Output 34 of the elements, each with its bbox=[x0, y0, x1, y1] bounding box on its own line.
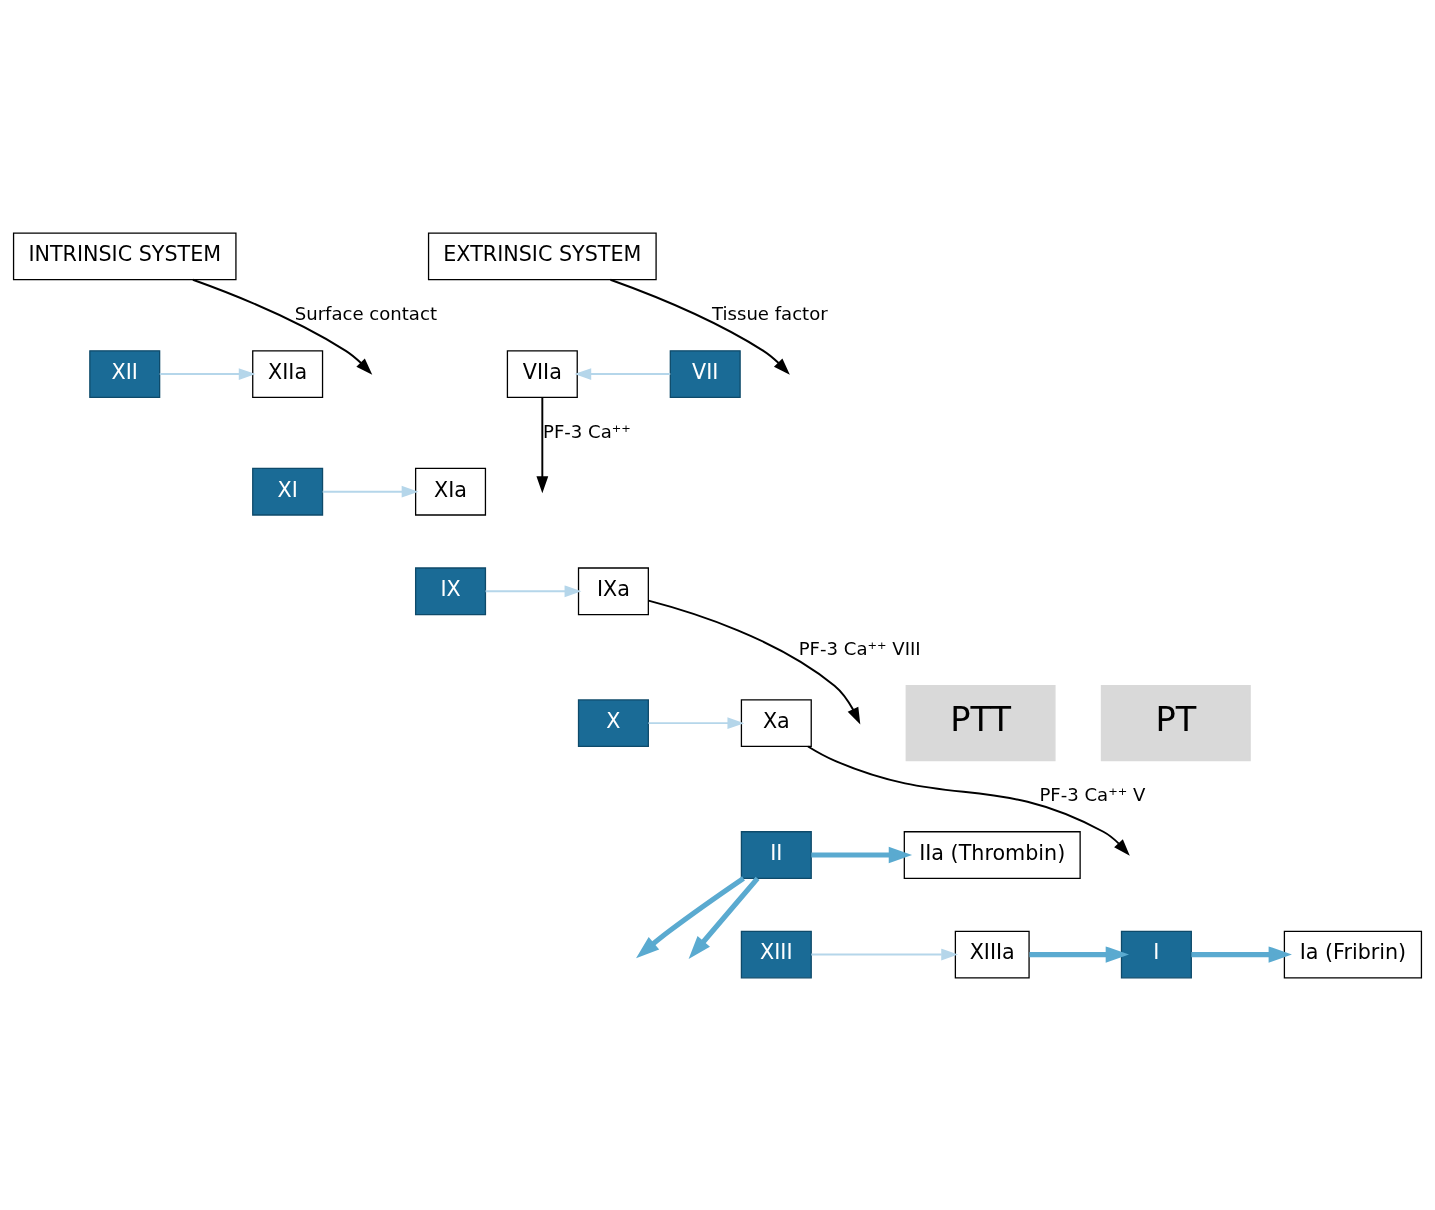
node-box: II bbox=[740, 830, 812, 879]
edge-label: PF-3 Ca⁺⁺ bbox=[543, 420, 631, 442]
arrow bbox=[811, 846, 913, 863]
arrow bbox=[647, 716, 745, 729]
arrow bbox=[158, 367, 256, 380]
edge-label: PF-3 Ca⁺⁺ VIII bbox=[798, 637, 921, 659]
node-box: IX bbox=[415, 566, 487, 615]
node-box: XIIIa bbox=[954, 930, 1030, 978]
edge-label: Tissue factor bbox=[712, 302, 828, 324]
node-box: I bbox=[1120, 930, 1192, 978]
node-box: INTRINSIC SYSTEM bbox=[12, 232, 237, 280]
node-box: XIa bbox=[415, 467, 487, 516]
arrow bbox=[321, 485, 419, 498]
node-box: XIII bbox=[740, 930, 812, 978]
node-box: Ia (Fribrin) bbox=[1283, 930, 1423, 978]
node-box: VII bbox=[669, 349, 741, 398]
node-box: X bbox=[577, 698, 649, 747]
node-box: XIIa bbox=[252, 349, 324, 398]
arrow bbox=[810, 948, 959, 960]
node-box: VIIa bbox=[506, 349, 578, 398]
node-box: EXTRINSIC SYSTEM bbox=[427, 232, 657, 280]
node-box: Xa bbox=[740, 698, 812, 747]
node-box: PTT bbox=[905, 684, 1056, 761]
node-box: IXa bbox=[577, 566, 649, 615]
node-box: PT bbox=[1100, 684, 1251, 761]
arrow bbox=[574, 367, 672, 380]
node-box: XI bbox=[252, 467, 324, 516]
node-box: IIa (Thrombin) bbox=[903, 830, 1081, 879]
arrow bbox=[1029, 945, 1129, 963]
arrow bbox=[484, 584, 582, 597]
edge-label: PF-3 Ca⁺⁺ V bbox=[1039, 783, 1146, 805]
node-box: XII bbox=[89, 349, 161, 398]
arrow bbox=[1191, 945, 1292, 963]
edge-label: Surface contact bbox=[294, 302, 437, 324]
